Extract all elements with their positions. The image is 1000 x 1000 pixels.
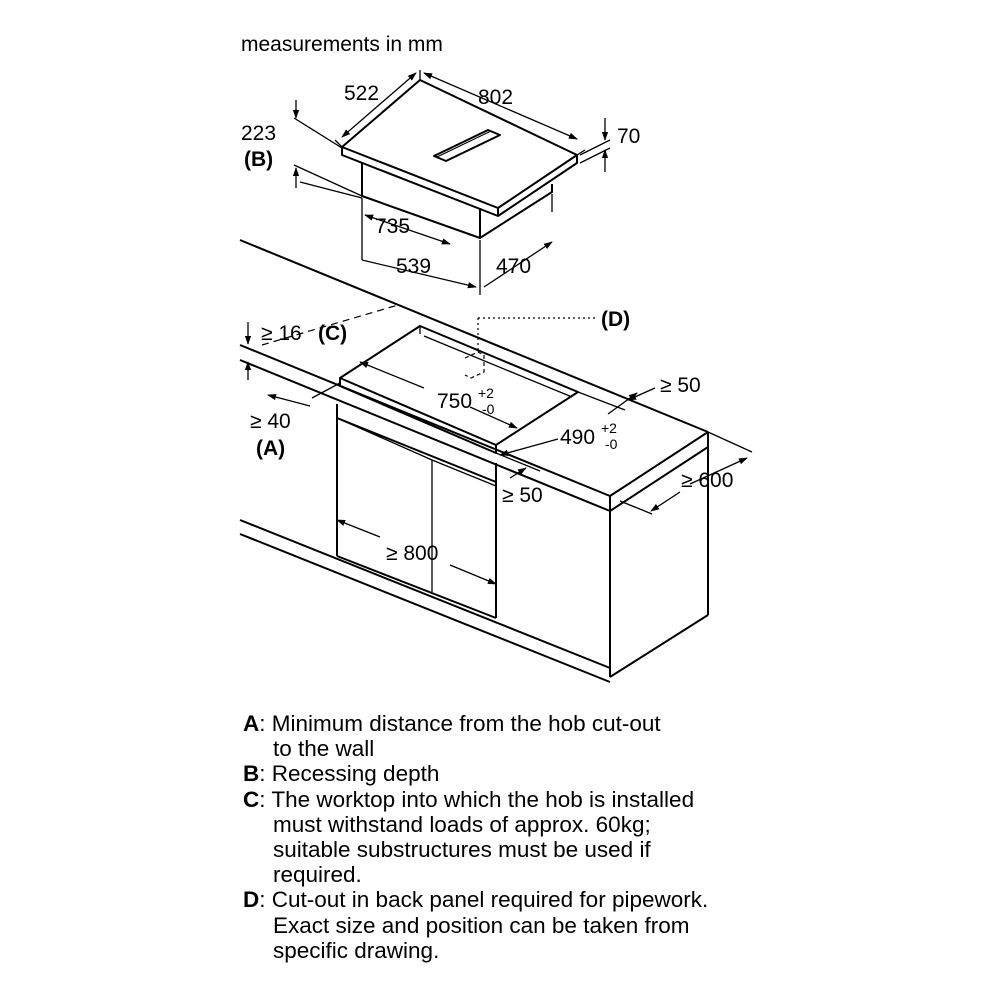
legend-text: must withstand loads of approx. 60kg;: [273, 811, 651, 837]
dim-body-width: 735: [375, 215, 410, 238]
legend-text: specific drawing.: [273, 937, 440, 963]
dim-wall-key: (A): [256, 437, 285, 460]
legend-entry-b: B: Recessing depth: [243, 761, 983, 786]
dim-cutout-depth-tol-plus: +2: [601, 420, 617, 436]
worktop-drawing: [239, 239, 709, 683]
legend-line: B: Recessing depth: [243, 761, 983, 786]
dim-hob-thickness: 70: [617, 125, 640, 148]
worktop-dimension-lines: [244, 322, 753, 585]
dim-cabinet-depth-min: ≥ 600: [681, 469, 733, 492]
legend-text: Exact size and position can be taken fro…: [273, 912, 690, 938]
legend-key: C: [243, 786, 260, 812]
dim-cutout-width-tol-plus: +2: [478, 385, 494, 401]
legend-line: must withstand loads of approx. 60kg;: [243, 812, 983, 837]
legend-text: : The worktop into which the hob is inst…: [259, 786, 695, 812]
legend-entry-a: A: Minimum distance from the hob cut-out…: [243, 711, 983, 761]
legend-entry-c: C: The worktop into which the hob is ins…: [243, 787, 983, 888]
legend-line: A: Minimum distance from the hob cut-out: [243, 711, 983, 736]
legend-key: D: [243, 887, 260, 913]
legend-line: C: The worktop into which the hob is ins…: [243, 787, 983, 812]
dim-body-depth: 470: [496, 255, 531, 278]
hob-cutout: [339, 325, 579, 446]
dim-body-front: 539: [396, 255, 431, 278]
legend-line: Exact size and position can be taken fro…: [243, 913, 983, 938]
back-panel-cutout: [464, 351, 485, 379]
floor-line: [239, 519, 611, 669]
dim-recess-depth: 223: [241, 122, 276, 145]
dim-cabinet-width-min: ≥ 800: [386, 542, 438, 565]
installation-diagram: measurements in mm 522 802 223 (B) 70 73…: [239, 33, 753, 683]
legend-line: required.: [243, 862, 983, 887]
legend-key: B: [243, 761, 260, 787]
dim-back-panel-key: (D): [601, 308, 630, 331]
legend-entry-d: D: Cut-out in back panel required for pi…: [243, 887, 983, 963]
dim-cutout-width-tol-minus: -0: [482, 401, 495, 417]
dim-cutout-depth: 490: [560, 426, 595, 449]
dim-side-min-right: ≥ 50: [660, 374, 701, 397]
legend-text: : Cut-out in back panel required for pip…: [259, 887, 709, 913]
legend-text: : Recessing depth: [259, 761, 440, 787]
legend-line: specific drawing.: [243, 938, 983, 963]
dim-hob-width: 802: [478, 86, 513, 109]
dim-cutout-width: 750: [437, 390, 472, 413]
dim-recess-key: (B): [244, 148, 273, 171]
legend-line: suitable substructures must be used if: [243, 837, 983, 862]
dim-worktop-min: ≥ 16: [261, 322, 302, 345]
diagram-labels: measurements in mm 522 802 223 (B) 70 73…: [241, 33, 733, 565]
dim-cutout-depth-tol-minus: -0: [605, 436, 618, 452]
legend-key: A: [243, 711, 260, 736]
legend-line: to the wall: [243, 736, 983, 761]
measurements-unit-label: measurements in mm: [241, 33, 443, 56]
legend-text: : Minimum distance from the hob cut-out: [259, 711, 661, 736]
legend-text: to the wall: [273, 736, 375, 762]
legend-text: suitable substructures must be used if: [273, 837, 651, 863]
dim-hob-depth: 522: [344, 82, 379, 105]
legend-text: required.: [273, 862, 362, 888]
legend-line: D: Cut-out in back panel required for pi…: [243, 887, 983, 912]
dim-worktop-key: (C): [318, 322, 347, 345]
legend: A: Minimum distance from the hob cut-out…: [243, 711, 983, 963]
dim-wall-min: ≥ 40: [250, 410, 291, 433]
hob-dimension-lines: [292, 70, 611, 295]
dim-front-min: ≥ 50: [502, 484, 543, 507]
